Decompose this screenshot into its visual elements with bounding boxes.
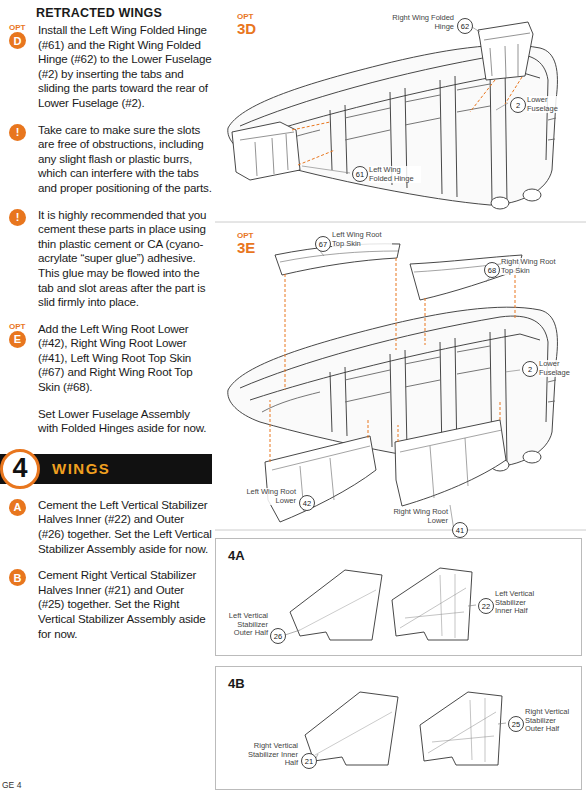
callout-number: 26 [270,628,286,644]
instruction-row: Set Lower Fuselage Assembly with Folded … [0,407,214,436]
step-letter-circle: ! [9,209,26,226]
step-marker: ! [9,124,29,141]
step-code: 3D [237,20,256,37]
step-panel: 4A [215,538,582,656]
step-letter-circle: ! [9,124,26,141]
node-text: B [14,572,22,584]
option-tag: OPT [237,12,253,21]
option-tag: OPT [237,231,253,240]
part-name: Lower Fuselage [539,360,579,377]
node-text: ! [16,126,20,138]
callout-number: 62 [457,18,473,34]
option-tag: OPT [9,23,29,32]
step-letter-circle: A [9,499,26,516]
step-marker: A [9,499,29,516]
step-marker: ! [9,209,29,226]
section-heading: RETRACTED WINGS [36,6,214,20]
callout-number: 21 [301,753,317,769]
callout-number: 42 [299,495,315,511]
part-name: Right Wing Root Top Skin [501,258,561,275]
instruction-text: Cement Right Vertical Stabilizer Halves … [38,568,212,641]
node-text: ! [16,211,20,223]
panel-heading: 4B [228,676,245,691]
instruction-row: OPT D Install the Left Wing Folded Hinge (… [0,23,214,111]
part-name: Lower Fuselage [527,96,567,113]
node-text: A [14,501,22,513]
callout-number: 2 [522,361,538,377]
step-marker: B [9,569,29,586]
instruction-column: RETRACTED WINGS OPT D Install the Left Wing… [0,6,214,653]
instruction-row: ! Take care to make sure the slots are fr… [0,123,214,196]
part-name: Left Wing Root Lower [238,488,296,505]
step-panel: 4B [215,666,582,790]
instruction-text: Cement the Left Vertical Stabilizer Halv… [38,498,212,556]
step-code: 3E [237,239,255,256]
callout-number: 61 [352,166,368,182]
panel-heading: 4A [228,548,245,563]
callout-number: 67 [315,236,331,252]
step-marker: OPT D [9,23,29,49]
part-name: Right Vertical Stabilizer Inner Half [240,742,298,768]
instruction-row: B Cement Right Vertical Stabilizer Halves… [0,568,214,641]
instruction-text: Set Lower Fuselage Assembly with Folded … [38,407,212,436]
page-number: GE 4 [2,780,21,790]
part-name: Right Vertical Stabilizer Outer Half [525,708,575,734]
node-text: E [14,333,21,345]
part-name: Right Wing Root Lower [388,508,448,525]
step-letter-circle: B [9,569,26,586]
instruction-text: It is highly recommended that you cement… [38,208,212,310]
callout-number: 25 [508,716,524,732]
instruction-text: Take care to make sure the slots are fre… [38,123,212,196]
instruction-row: OPT E Add the Left Wing Root Lower (#42), … [0,322,214,395]
part-name: Right Wing Folded Hinge [392,14,454,31]
part-name: Left Vertical Stabilizer Outer Half [222,612,268,638]
step-number-circle: 4 [0,449,40,489]
part-name: Left Wing Root Top Skin [332,231,392,248]
node-text: D [14,35,22,47]
option-tag: OPT [9,322,29,331]
part-name: Left Vertical Stabilizer Inner Half [495,590,545,616]
node-text: 4 [12,453,27,484]
instruction-row: RETRACTED WINGS [0,6,214,20]
step-marker: OPT E [9,322,29,348]
step-letter-circle: D [9,32,26,49]
instruction-text: Add the Left Wing Root Lower (#42), Righ… [38,322,212,395]
callout-number: 68 [484,262,500,278]
instruction-text: Install the Left Wing Folded Hinge (#61)… [38,23,212,111]
instruction-row: A Cement the Left Vertical Stabilizer Hal… [0,498,214,556]
callout-number: 41 [452,522,468,538]
step-letter-circle: E [9,331,26,348]
callout-number: 22 [478,598,494,614]
part-name: Left Wing Folded Hinge [369,166,421,183]
callout-number: 2 [510,97,526,113]
section-band: WINGS4 [0,454,212,484]
instruction-row: ! It is highly recommended that you cemen… [0,208,214,310]
